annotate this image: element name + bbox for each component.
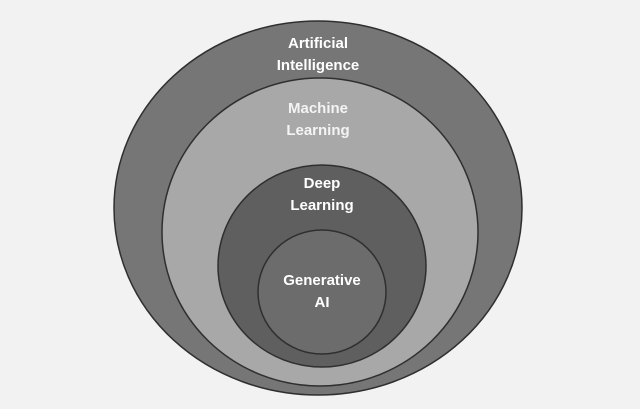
label-deep-learning: Deep Learning bbox=[290, 175, 354, 214]
label-generative-ai: Generative AI bbox=[283, 272, 361, 311]
label-machine-learning: Machine Learning bbox=[286, 100, 350, 139]
label-artificial-intelligence: Artificial Intelligence bbox=[276, 35, 360, 74]
ellipse-generative-ai bbox=[257, 229, 387, 355]
